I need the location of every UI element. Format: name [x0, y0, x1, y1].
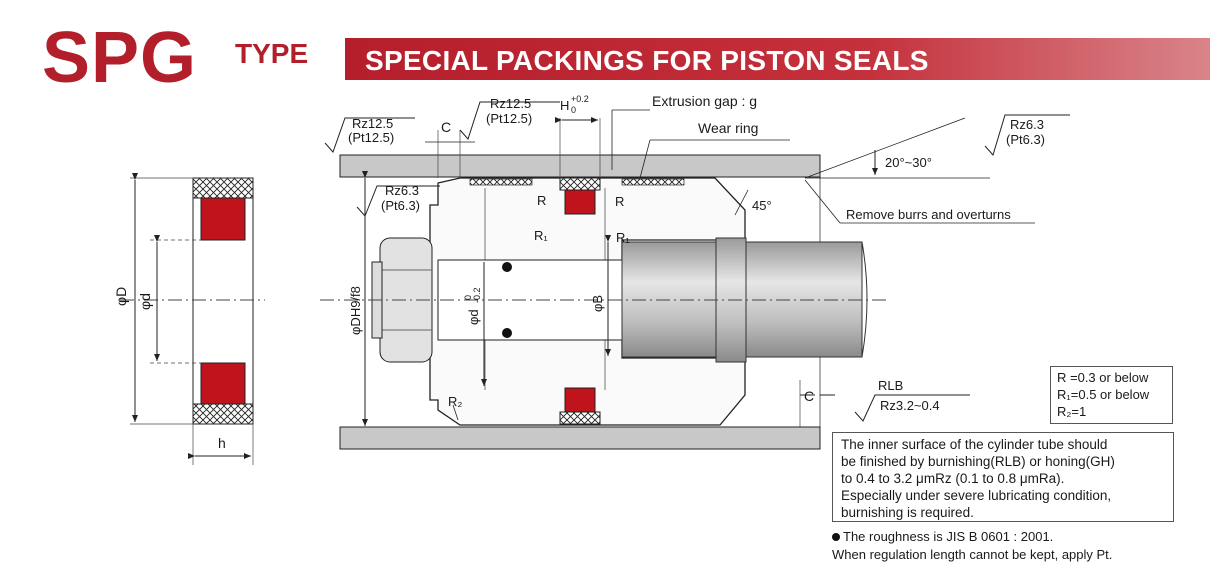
cylinder-top-wall — [339, 154, 821, 178]
dim-inner-label: φd — [137, 293, 153, 310]
note-line: The inner surface of the cylinder tube s… — [841, 437, 1108, 452]
groove-seal-ring-top — [559, 177, 601, 191]
rz-left-top: Rz12.5 — [352, 116, 393, 131]
angle-chamfer: 20°~30° — [885, 155, 932, 170]
r1-right: R₁ — [616, 230, 630, 245]
h-tolerance: H — [560, 98, 569, 113]
assembly-drawing — [320, 101, 1070, 450]
r2-label: R₂ — [448, 394, 462, 409]
wear-ring-right — [621, 178, 685, 186]
dim-c-bottom: C — [804, 388, 814, 404]
groove-seal-red-top — [564, 189, 596, 215]
rz-rlb: Rz3.2~0.4 — [880, 398, 940, 413]
pt-groove-bottom: (Pt6.3) — [381, 198, 420, 213]
h-tol-lower: 0 — [571, 105, 576, 115]
dim-c-top: C — [441, 119, 451, 135]
seal-top-red — [200, 197, 246, 241]
pt-right-top: (Pt6.3) — [1006, 132, 1045, 147]
wear-ring-left — [469, 178, 533, 186]
seal-top-ring — [192, 177, 254, 199]
dim-b-label: φB — [590, 295, 605, 312]
note-line: be finished by burnishing(RLB) or honing… — [841, 454, 1115, 469]
o-ring-bottom — [502, 328, 512, 338]
r1-left: R₁ — [534, 228, 548, 243]
r-right: R — [615, 194, 624, 209]
title-type: TYPE — [235, 38, 309, 69]
dim-height-label: h — [218, 435, 226, 451]
groove-seal-ring-bottom — [559, 411, 601, 425]
note-line: to 0.4 to 3.2 μmRz (0.1 to 0.8 μmRa). — [841, 471, 1065, 486]
title-banner: SPECIAL PACKINGS FOR PISTON SEALS — [345, 38, 1210, 80]
dim-groove-d-label: φd — [466, 309, 481, 325]
rlb-label: RLB — [878, 378, 903, 393]
r-left: R — [537, 193, 546, 208]
dim-outer-label: φD — [113, 287, 129, 306]
banner-text: SPECIAL PACKINGS FOR PISTON SEALS — [365, 45, 929, 76]
note-line: burnishing is required. — [841, 505, 974, 520]
groove-seal-red-bottom — [564, 387, 596, 413]
radius-legend: R =0.3 or below R₁=0.5 or below R₂=1 — [1050, 366, 1173, 424]
footnote-line: The roughness is JIS B 0601 : 2001. — [843, 529, 1054, 544]
angle-45: 45° — [752, 198, 772, 213]
remove-burrs-label: Remove burrs and overturns — [846, 207, 1011, 222]
title-spg: SPG — [42, 18, 198, 98]
footnote-line: When regulation length cannot be kept, a… — [832, 547, 1113, 562]
cylinder-bottom-wall — [339, 426, 821, 450]
bullet-icon — [832, 533, 840, 541]
legend-line: R₁=0.5 or below — [1057, 387, 1150, 402]
legend-line: R₂=1 — [1057, 404, 1087, 419]
rz-right-top: Rz6.3 — [1010, 117, 1044, 132]
h-tol-upper: +0.2 — [571, 94, 589, 104]
dim-bore-label: φDH9/f8 — [348, 286, 363, 335]
extrusion-gap-label: Extrusion gap : g — [652, 93, 757, 109]
rz-groove: Rz12.5 — [490, 96, 531, 111]
dim-groove-d-tol-upper: 0 — [463, 295, 473, 300]
pt-groove: (Pt12.5) — [486, 111, 532, 126]
rz-groove-bottom: Rz6.3 — [385, 183, 419, 198]
finish-note: The inner surface of the cylinder tube s… — [832, 432, 1174, 522]
note-line: Especially under severe lubricating cond… — [841, 488, 1112, 503]
pt-left-top: (Pt12.5) — [348, 130, 394, 145]
dim-groove-d-tol-lower: -0.2 — [472, 287, 482, 303]
o-ring-top — [502, 262, 512, 272]
roughness-footnote: The roughness is JIS B 0601 : 2001. When… — [832, 528, 1112, 564]
seal-cross-section — [120, 173, 265, 465]
wear-ring-label: Wear ring — [698, 120, 758, 136]
legend-line: R =0.3 or below — [1057, 370, 1149, 385]
seal-bottom-ring — [192, 403, 254, 425]
seal-bottom-red — [200, 362, 246, 405]
